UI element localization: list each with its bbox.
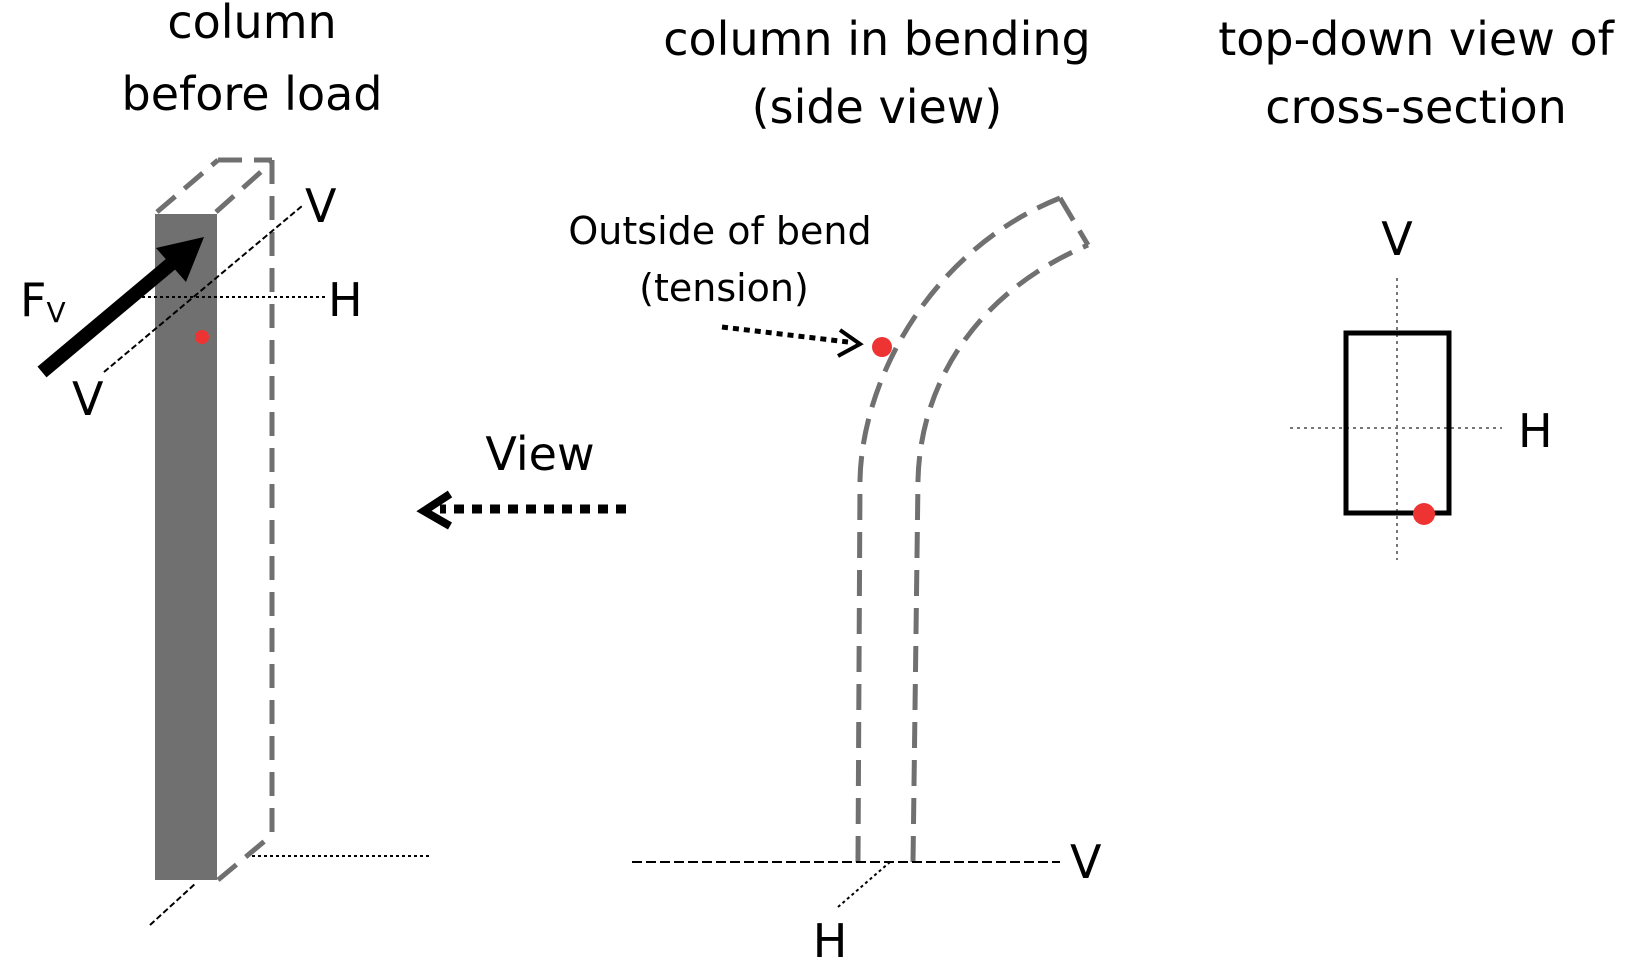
bent-column-outline: [855, 195, 1091, 863]
bending-marker-dot: [872, 337, 892, 357]
panel-cross-section: top-down view of cross-section V H: [1218, 12, 1616, 560]
before-v-top-label: V: [305, 179, 337, 233]
before-title-line1: column: [167, 0, 336, 49]
column-dashed-outline: [155, 157, 275, 882]
before-marker-dot: [195, 330, 209, 344]
bend-annotation-line1: Outside of bend: [568, 209, 871, 253]
section-v-label: V: [1381, 212, 1413, 266]
bending-h-axis: [837, 861, 891, 908]
view-label: View: [485, 427, 594, 481]
section-title-line2: cross-section: [1265, 80, 1567, 134]
annotation-pointer-shaft: [721, 324, 849, 345]
view-arrow-head: [416, 490, 453, 530]
force-label: FV: [20, 273, 66, 329]
bending-v-label: V: [1070, 835, 1102, 889]
section-marker-dot: [1413, 503, 1435, 525]
section-title-line1: top-down view of: [1218, 12, 1615, 66]
bending-h-label: H: [813, 914, 848, 959]
bend-annotation-line2: (tension): [639, 266, 809, 310]
bending-title-line2: (side view): [752, 80, 1003, 134]
section-h-label: H: [1518, 404, 1553, 458]
before-title-line2: before load: [122, 67, 383, 121]
bending-title-line1: column in bending: [663, 12, 1091, 66]
view-indicator: View: [416, 427, 626, 530]
force-arrow-head: [156, 237, 204, 282]
before-v-axis: [103, 205, 303, 373]
before-v-bottom-label: V: [72, 372, 104, 426]
before-h-label: H: [328, 273, 363, 327]
panel-bending: column in bending (side view) Outside of…: [568, 12, 1102, 963]
cross-section-rectangle: [1343, 330, 1452, 516]
before-v-axis-lower: [149, 882, 197, 926]
force-arrow-shaft: [37, 257, 177, 378]
column-front-face: [155, 214, 217, 880]
annotation-pointer-head: [837, 328, 864, 358]
panel-before-load: column before load FV V V H: [20, 0, 432, 926]
